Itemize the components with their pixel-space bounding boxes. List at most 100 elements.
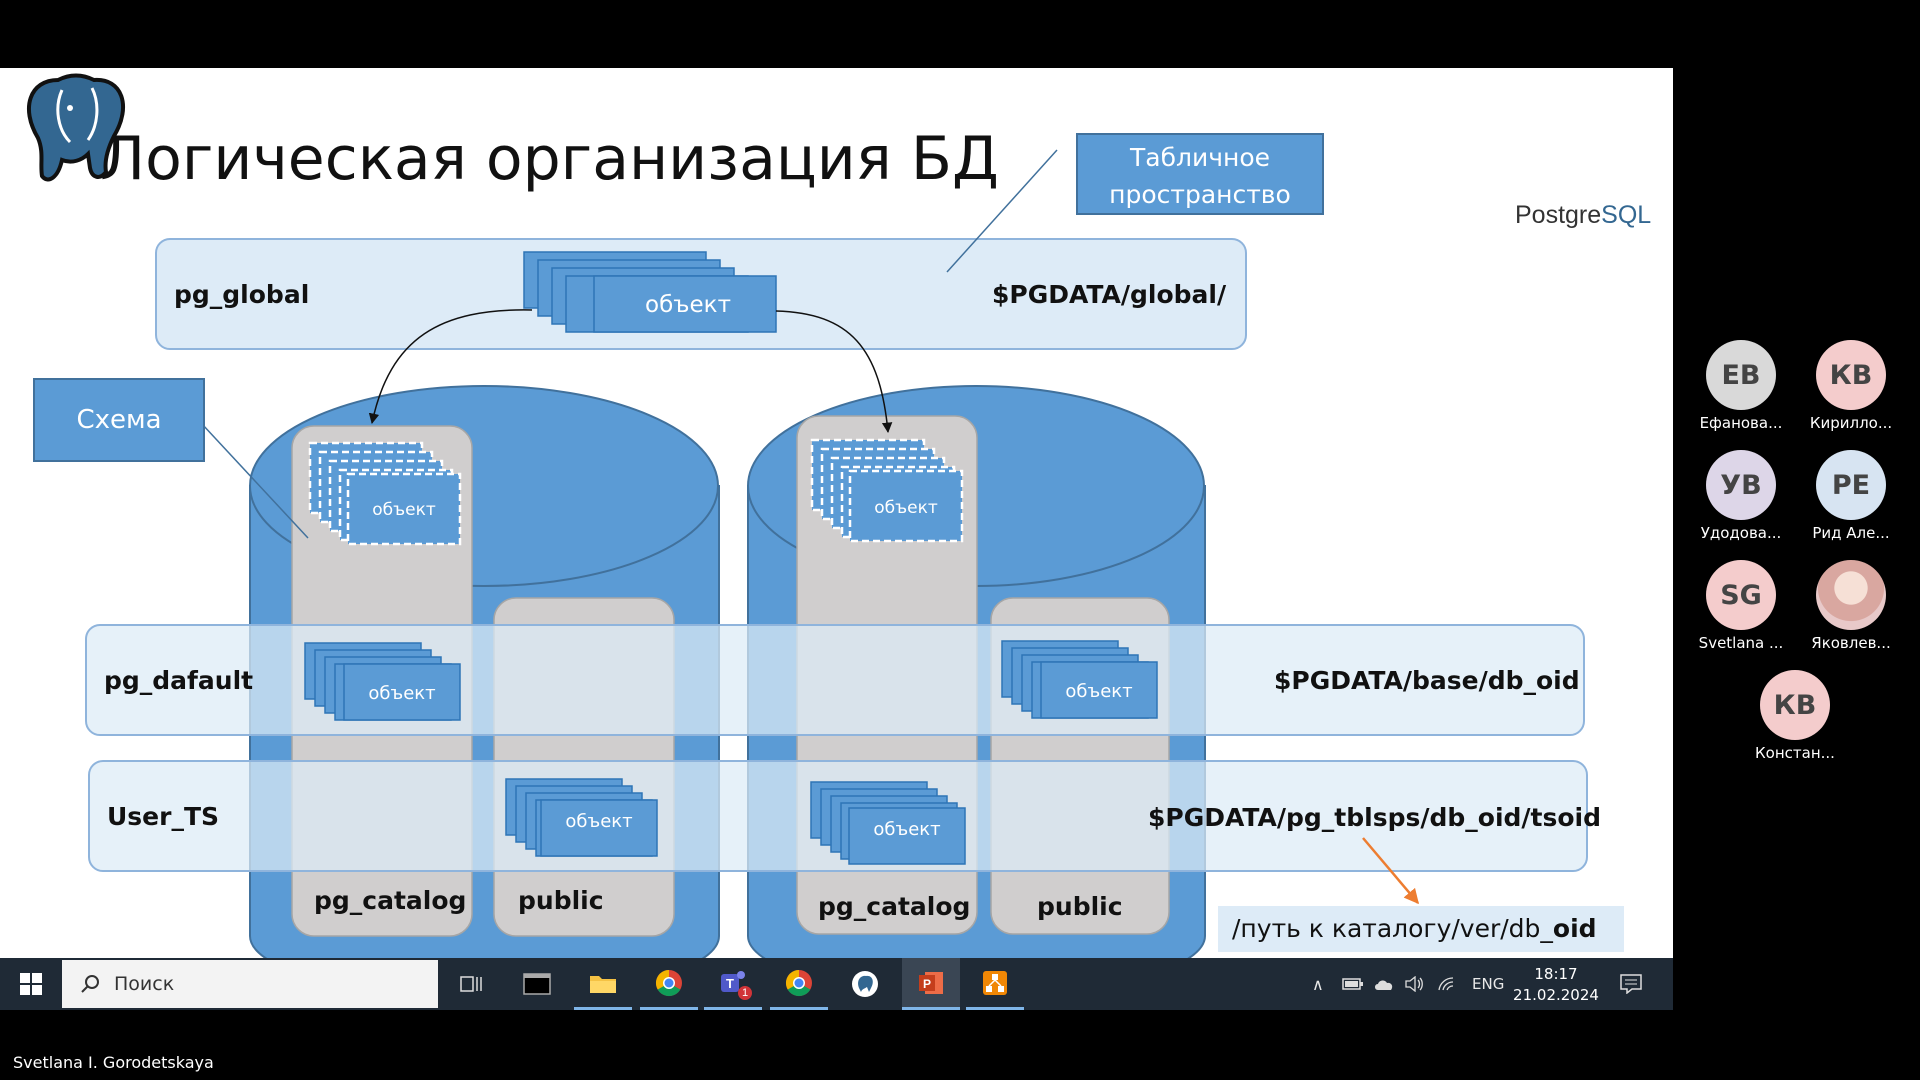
participant-name: Яковлев... [1811,634,1891,652]
catalog-dashed-objects-1 [308,441,462,546]
avatar: РЕ [1816,450,1886,520]
schema-label-pg-catalog-1: pg_catalog [314,886,467,915]
schema-callout: Схема [33,378,205,462]
teams-badge: 1 [738,986,752,1000]
participant-name: Кирилло... [1809,414,1893,432]
object-stack-userts-1 [505,778,658,857]
taskbar-teams[interactable]: T 1 [704,958,762,1010]
participant-name: Рид Але... [1812,524,1890,542]
path-note-prefix: /путь к каталогу/ver/db_ [1232,914,1553,943]
schema-label-pg-catalog-2: pg_catalog [818,892,971,921]
postgresql-elephant-icon [27,73,125,182]
search-icon [81,975,99,993]
presentation-slide: Логическая организация БД Табличное прос… [0,68,1673,958]
user-ts-path: $PGDATA/pg_tblsps/db_oid/tsoid [1148,803,1602,832]
folder-icon [590,975,616,993]
participant-name: Констан... [1755,744,1835,762]
avatar: КВ [1816,340,1886,410]
taskbar-pgadmin[interactable] [836,958,894,1010]
participant-tile[interactable]: УВ Удодова... [1686,450,1796,542]
diagram-app-icon [983,970,1007,995]
avatar: SG [1706,560,1776,630]
user-ts-label: User_TS [107,802,220,831]
orange-path-arrow [1362,837,1419,905]
slide-title: Логическая организация БД [100,124,999,194]
tray-chevron-up-icon[interactable]: ∧ [1312,974,1324,994]
arrow-global-to-db1 [368,309,533,425]
pg-global-label: pg_global [174,280,310,309]
participant-name: Удодова... [1700,524,1782,542]
clock-date: 21.02.2024 [1513,986,1599,1004]
database-diagram [85,149,1588,958]
taskbar-chrome[interactable] [640,958,698,1010]
tablespace-callout-line2: пространство [1109,180,1291,209]
windows-logo-icon [20,973,42,995]
logo-text-b: SQL [1601,201,1652,229]
tablespace-connector [946,149,1058,273]
task-view-icon [460,976,482,992]
object-label-default-2: объект [1065,681,1133,702]
participant-tile[interactable]: SG Svetlana ... [1686,560,1796,652]
participant-tile[interactable]: КВ Кирилло... [1796,340,1906,432]
participant-name: Ефанова... [1699,414,1783,432]
windows-taskbar: Поиск T 1 P ∧ ENG 18:17 21.02.2024 [0,958,1673,1010]
start-button[interactable] [2,958,60,1010]
clock-time: 18:17 [1534,965,1578,983]
participant-name: Svetlana ... [1698,634,1784,652]
path-note-bold: oid [1552,914,1597,943]
object-stack-default-1 [304,642,461,721]
notifications-icon[interactable] [1620,958,1642,1010]
object-label-catalog-1: объект [372,500,436,520]
tablespace-callout-line1: Табличное [1129,143,1271,172]
taskbar-search-box[interactable]: Поиск [62,960,438,1008]
chrome-icon [655,969,682,996]
tablespace-callout: Табличное пространство [1076,133,1324,215]
participant-tile[interactable]: РЕ Рид Але... [1796,450,1906,542]
volume-icon[interactable] [1405,958,1425,1010]
search-placeholder: Поиск [114,973,175,995]
pg-default-path: $PGDATA/base/db_oid [1274,666,1580,695]
taskbar-drawio[interactable] [966,958,1024,1010]
presenter-name: Svetlana I. Gorodetskaya [13,1053,214,1072]
participant-tile[interactable]: Яковлев... [1796,560,1906,652]
schema-label-public-1: public [518,886,604,915]
object-stack-userts-2 [810,781,966,865]
wifi-icon[interactable] [1437,958,1457,1010]
elephant-app-icon [852,971,878,997]
terminal-icon [523,973,551,995]
taskbar-chrome-2[interactable] [770,958,828,1010]
pg-default-label: pg_dafault [104,666,254,695]
path-note: /путь к каталогу/ver/db_oid [1218,906,1624,952]
avatar: КВ [1760,670,1830,740]
schema-label-public-2: public [1037,892,1123,921]
chrome-icon [785,969,812,996]
catalog-dashed-objects-2 [810,438,964,543]
object-label-userts-1: объект [565,811,633,832]
teams-icon: T [721,970,745,992]
object-label-catalog-2: объект [874,498,938,518]
object-label-global: объект [645,292,731,318]
svg-text:T: T [726,976,734,991]
participant-tile[interactable]: ЕВ Ефанова... [1686,340,1796,432]
object-label-userts-2: объект [873,819,941,840]
onedrive-cloud-icon[interactable] [1373,958,1395,1010]
participant-tile[interactable]: КВ Констан... [1740,670,1850,762]
taskbar-clock[interactable]: 18:17 21.02.2024 [1506,964,1606,1006]
avatar-photo-icon [1816,560,1886,630]
pg-global-path: $PGDATA/global/ [992,280,1227,309]
taskbar-powerpoint[interactable]: P [902,958,960,1010]
battery-icon[interactable] [1342,958,1364,1010]
taskbar-terminal[interactable] [508,958,566,1010]
svg-text:P: P [923,977,931,991]
avatar: УВ [1706,450,1776,520]
logo-text-a: Postgre [1515,201,1602,229]
arrow-global-to-db2 [775,310,893,434]
avatar: ЕВ [1706,340,1776,410]
postgresql-logo-text: PostgreSQL [1515,201,1651,230]
object-stack-default-2 [1001,640,1158,719]
language-indicator[interactable]: ENG [1472,975,1505,993]
task-view-button[interactable] [442,958,500,1010]
taskbar-file-explorer[interactable] [574,958,632,1010]
powerpoint-icon: P [919,971,943,994]
global-object-stack [523,251,777,333]
